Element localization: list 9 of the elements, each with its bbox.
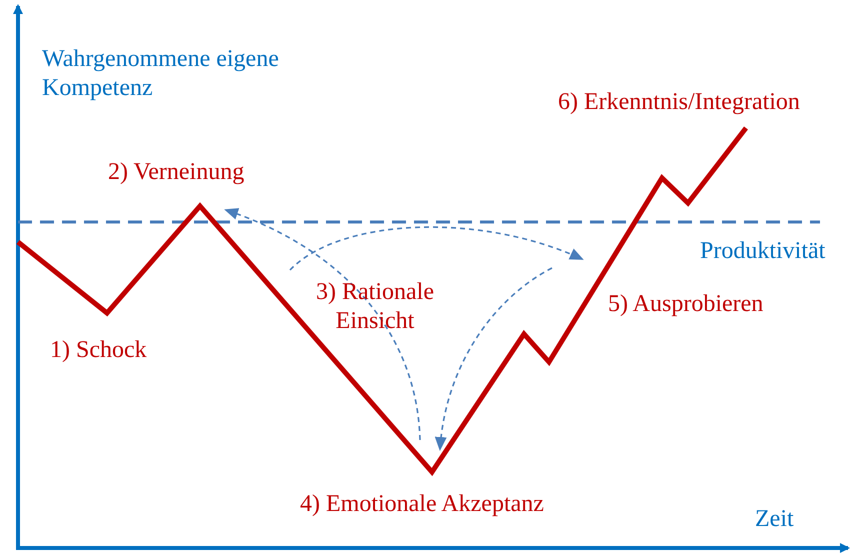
phase-label: 6) Erkenntnis/Integration [558,88,800,117]
axis-label: Zeit [755,505,794,534]
axis-label: Wahrgenommene eigene Kompetenz [42,45,280,103]
phase-label: 1) Schock [50,336,147,365]
phase-label: 2) Verneinung [108,158,244,187]
phase-label: 4) Emotionale Akzeptanz [300,490,544,519]
line-label: Produktivität [700,237,826,266]
phase-label: 5) Ausprobieren [608,290,764,319]
phase-label: 3) Rationale Einsicht [315,278,435,336]
